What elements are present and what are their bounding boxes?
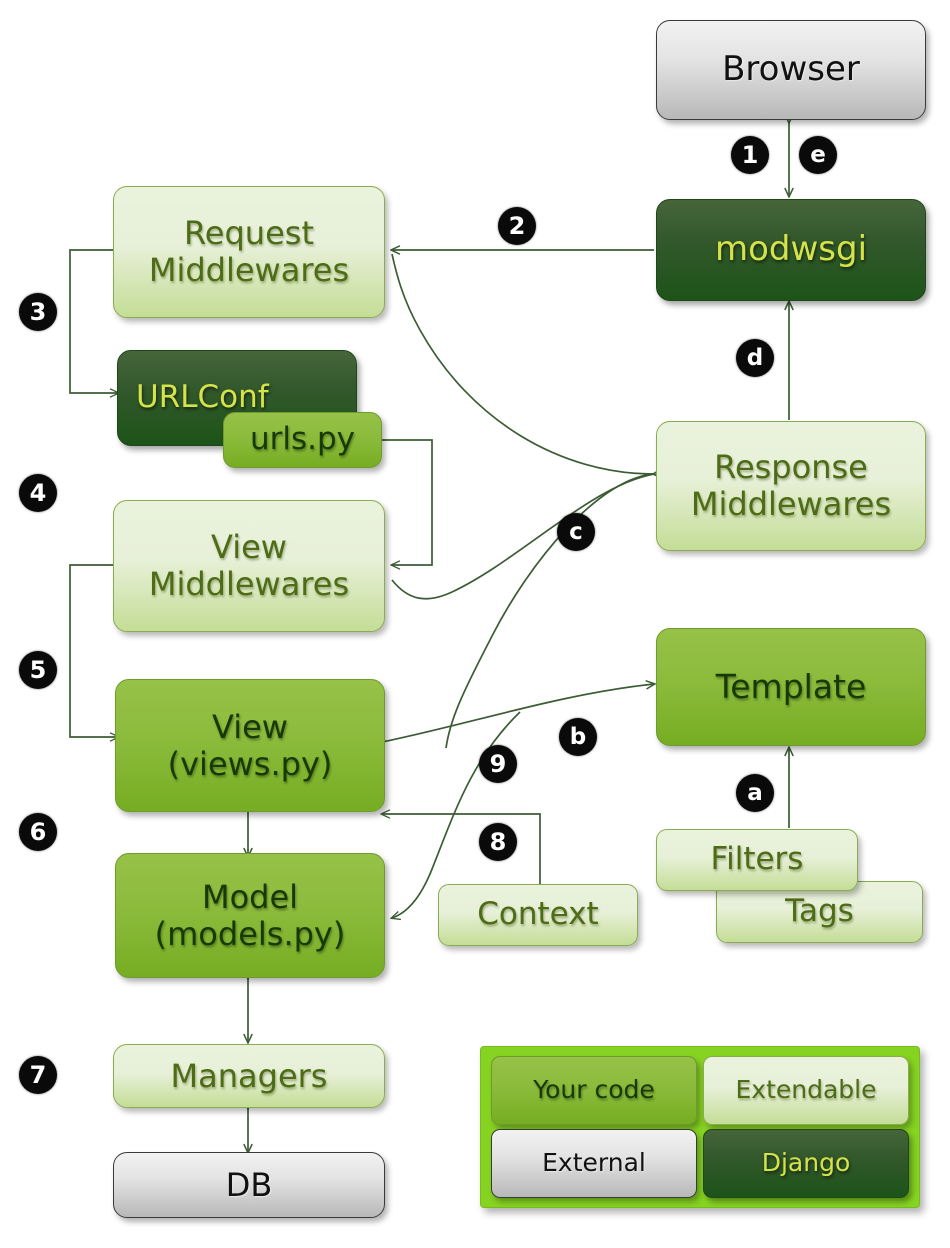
connector-context-view (382, 814, 541, 886)
badge-step-e: e (799, 136, 837, 174)
node-model-label: Model (models.py) (154, 877, 346, 953)
connector-view-template (381, 684, 654, 743)
node-urlconf-label: URLConf (136, 379, 269, 416)
node-request-middlewares[interactable]: Request Middlewares (113, 186, 385, 318)
badge-step-4: 4 (19, 474, 57, 512)
legend-item-your-code-label: Your code (533, 1075, 655, 1105)
node-view-label: View (views.py) (167, 707, 333, 783)
node-template[interactable]: Template (656, 628, 926, 746)
node-urls-py[interactable]: urls.py (223, 412, 382, 468)
node-urls-py-label: urls.py (249, 421, 356, 458)
node-filters-label: Filters (710, 841, 804, 878)
badge-step-7-label: 7 (29, 1061, 47, 1089)
badge-step-d-label: d (746, 345, 764, 371)
badge-step-1: 1 (731, 136, 769, 174)
node-request-middlewares-label: Request Middlewares (148, 214, 350, 289)
node-managers[interactable]: Managers (113, 1044, 385, 1108)
badge-step-5-label: 5 (29, 656, 47, 684)
node-db[interactable]: DB (113, 1152, 385, 1218)
node-modwsgi-label: modwsgi (714, 229, 868, 270)
badge-step-3: 3 (19, 293, 57, 331)
badge-step-a-label: a (747, 780, 763, 806)
badge-step-4-label: 4 (29, 479, 47, 507)
connector-requestmw-urlconf (69, 249, 118, 393)
legend-item-external-label: External (542, 1148, 646, 1178)
badge-step-e-label: e (810, 142, 826, 168)
badge-step-8: 8 (479, 823, 517, 861)
node-managers-label: Managers (170, 1056, 328, 1095)
connector-view-responsemw (445, 474, 654, 749)
badge-step-b-label: b (569, 724, 587, 750)
legend-panel: Your code Extendable External Django (480, 1046, 920, 1208)
node-context[interactable]: Context (438, 884, 638, 946)
badge-step-d: d (736, 339, 774, 377)
node-modwsgi[interactable]: modwsgi (656, 199, 926, 301)
legend-item-external[interactable]: External (491, 1129, 697, 1198)
node-tags[interactable]: Tags (716, 881, 923, 943)
node-browser[interactable]: Browser (656, 20, 926, 120)
legend-item-django[interactable]: Django (703, 1129, 909, 1198)
node-filters[interactable]: Filters (656, 829, 858, 891)
node-view-middlewares-label: View Middlewares (148, 528, 350, 603)
connector-viewmw-responsemw (391, 474, 654, 600)
badge-step-8-label: 8 (489, 828, 507, 856)
node-context-label: Context (477, 896, 599, 933)
badge-step-3-label: 3 (29, 298, 47, 326)
badge-step-2: 2 (498, 207, 536, 245)
legend-item-extendable[interactable]: Extendable (703, 1056, 909, 1125)
badge-step-a: a (736, 774, 774, 812)
badge-step-6-label: 6 (29, 818, 47, 846)
badge-step-9-label: 9 (489, 750, 507, 778)
badge-step-b: b (559, 718, 597, 756)
legend-item-extendable-label: Extendable (735, 1075, 877, 1105)
badge-step-2-label: 2 (508, 212, 526, 240)
badge-step-1-label: 1 (741, 141, 759, 169)
badge-step-5: 5 (19, 651, 57, 689)
badge-step-7: 7 (19, 1056, 57, 1094)
connector-viewmw-view (69, 564, 118, 737)
legend-item-django-label: Django (761, 1148, 851, 1178)
badge-step-c: c (557, 513, 595, 551)
node-model[interactable]: Model (models.py) (115, 853, 385, 978)
badge-step-c-label: c (569, 519, 583, 545)
connector-requestmw-responsemw (391, 253, 654, 474)
node-tags-label: Tags (785, 893, 854, 930)
node-template-label: Template (715, 667, 867, 707)
node-db-label: DB (225, 1165, 273, 1204)
node-view-middlewares[interactable]: View Middlewares (113, 500, 385, 632)
connector-urlspy-viewmw (382, 439, 433, 565)
node-browser-label: Browser (722, 49, 860, 90)
node-response-middlewares-label: Response Middlewares (690, 448, 892, 523)
node-view[interactable]: View (views.py) (115, 679, 385, 812)
node-response-middlewares[interactable]: Response Middlewares (656, 421, 926, 551)
badge-step-9: 9 (479, 745, 517, 783)
badge-step-6: 6 (19, 813, 57, 851)
legend-item-your-code[interactable]: Your code (491, 1056, 697, 1125)
